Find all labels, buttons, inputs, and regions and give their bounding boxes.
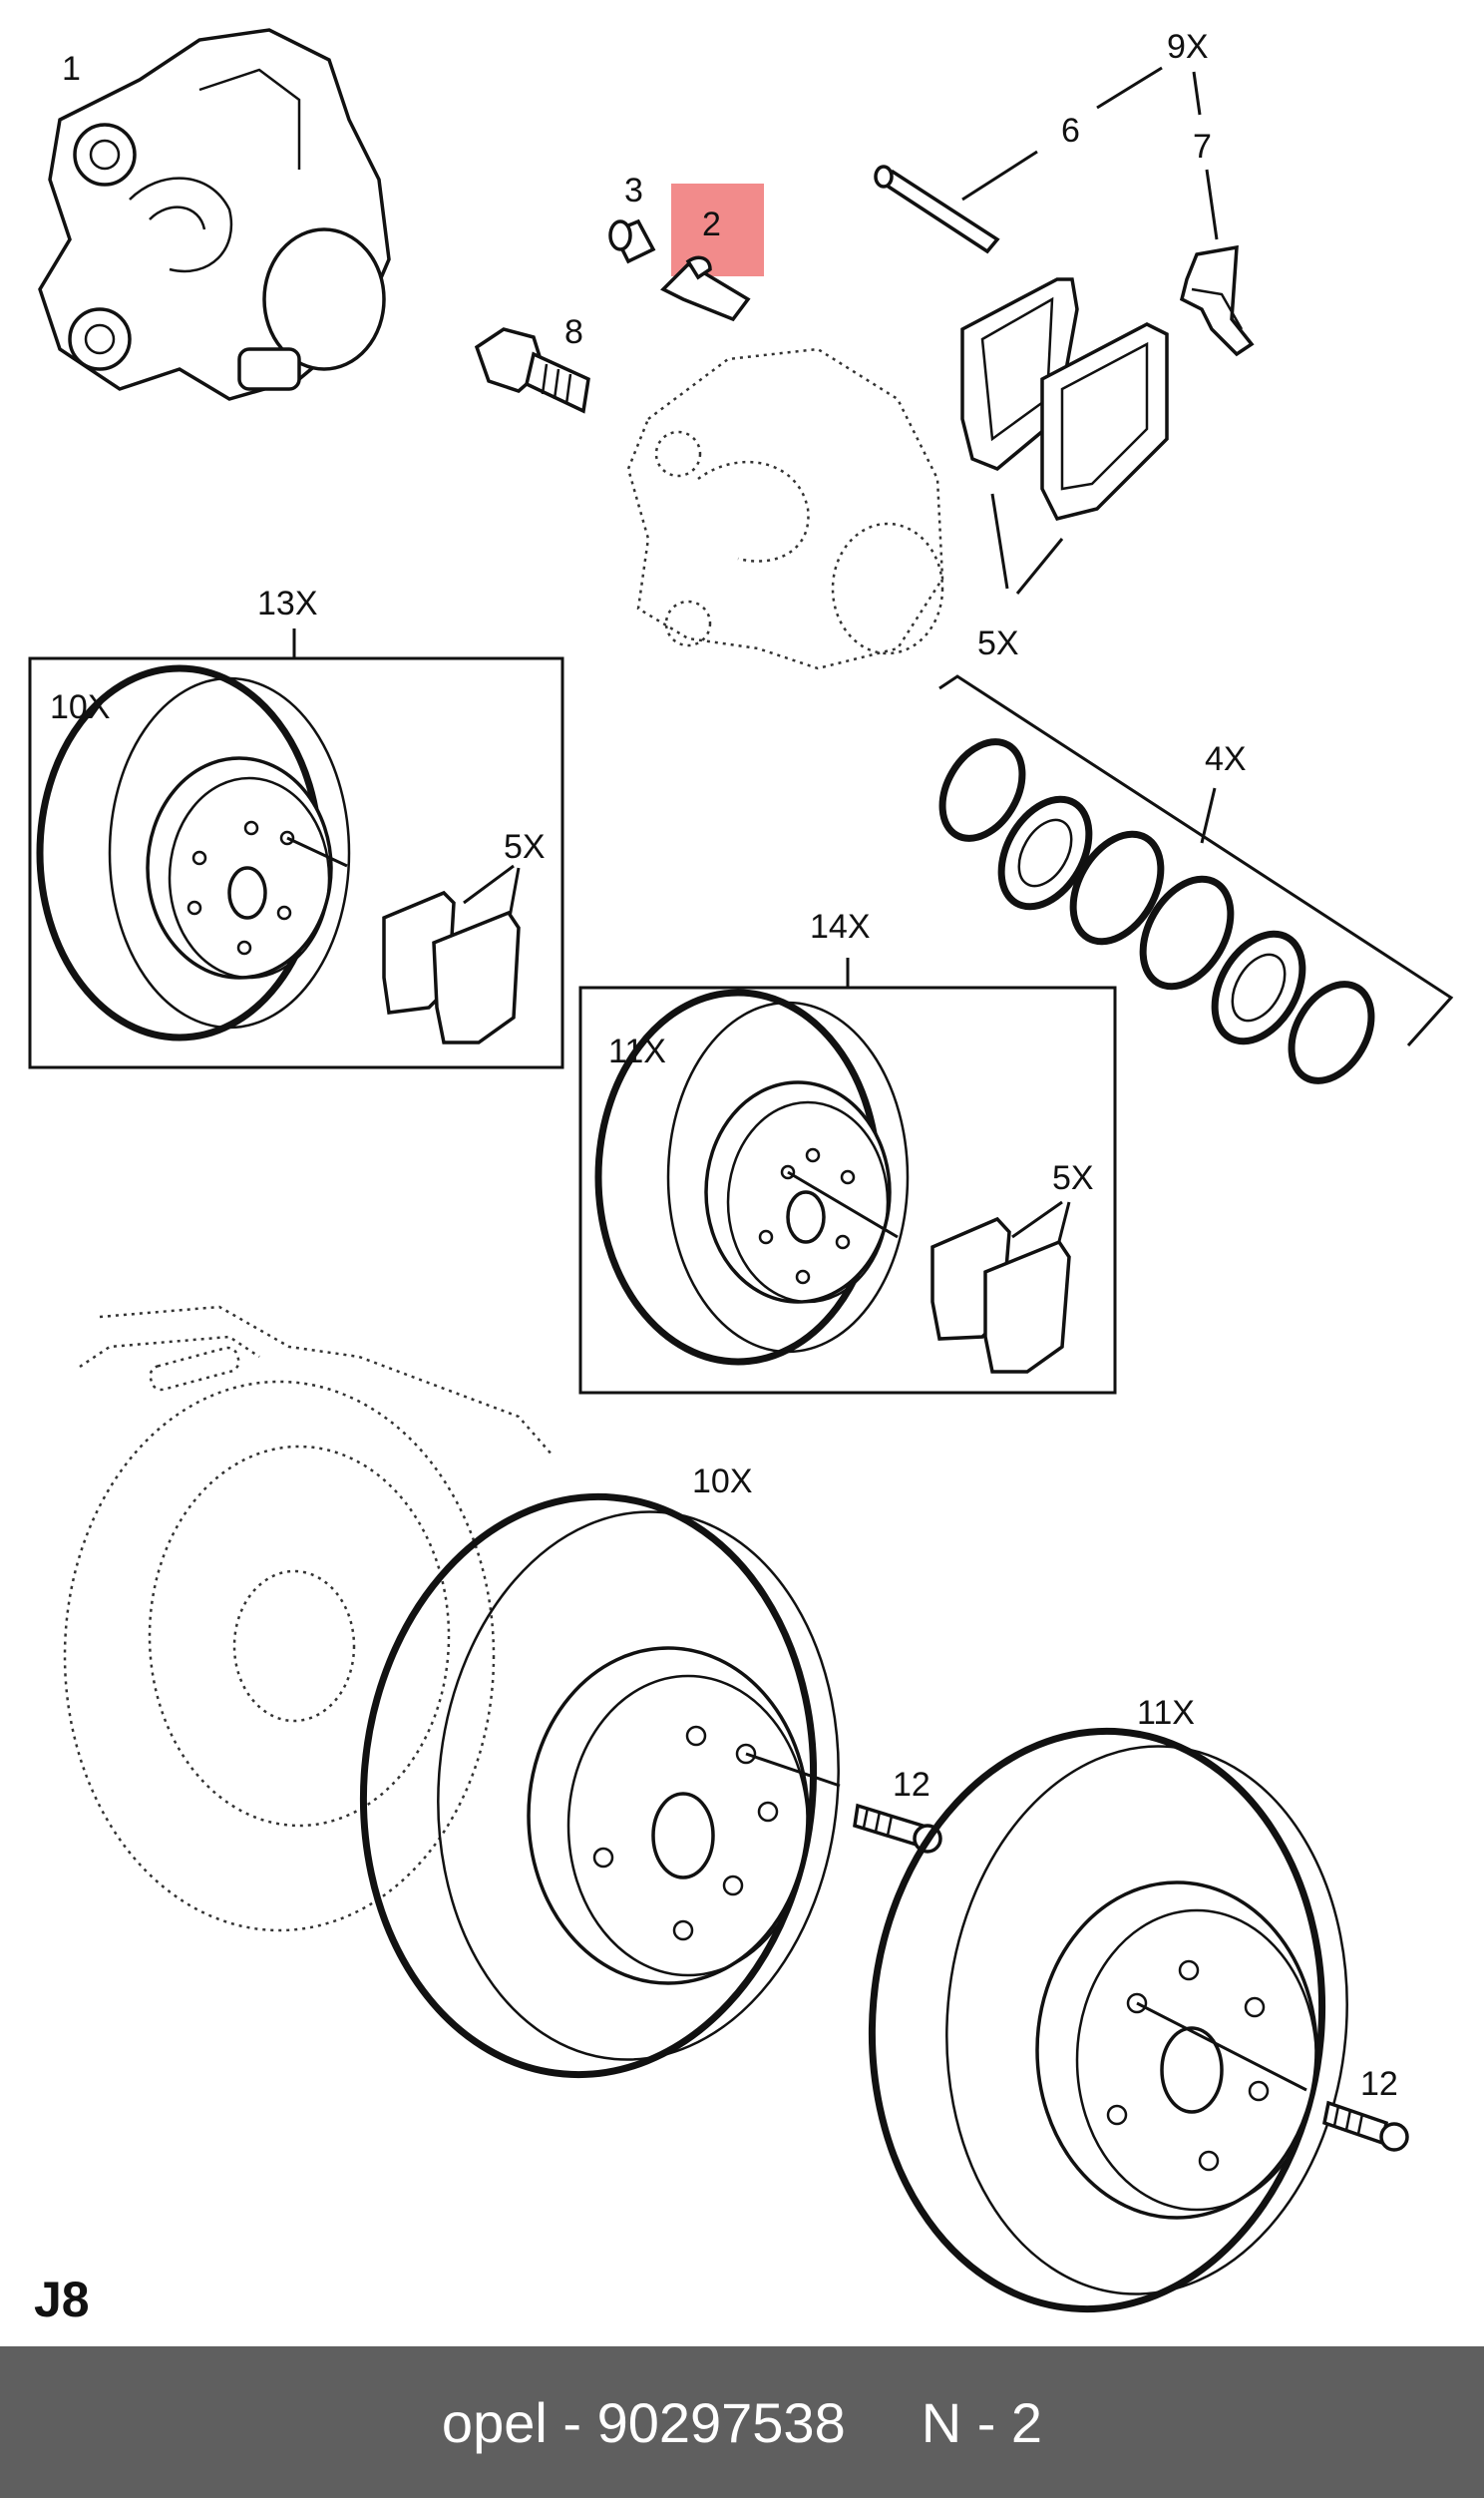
ghost-caliper-outline — [626, 347, 944, 670]
exploded-parts-diagram: 1 3 2 8 6 9X 7 — [28, 28, 1454, 2327]
leader-5x-14x-a — [1011, 1200, 1063, 1239]
pads-top-part — [960, 277, 1169, 522]
disc-bottom-right-part — [868, 1727, 1348, 2313]
label-kit-14x: 14X — [810, 908, 871, 946]
kit-13x-box — [28, 656, 564, 1069]
disc-14x-part — [594, 989, 910, 1366]
leader-5x-13x-a — [463, 864, 515, 905]
label-screw-left: 12 — [893, 1766, 930, 1804]
leader-5x-top-a — [990, 493, 1009, 590]
leader-6 — [961, 150, 1038, 202]
pin-rod-part — [874, 165, 1000, 254]
label-screw-right: 12 — [1360, 2065, 1398, 2103]
leader-7 — [1205, 169, 1219, 240]
footer-position: N - 2 — [921, 2390, 1043, 2454]
label-kit-13x: 13X — [257, 585, 318, 623]
label-pads-14x: 5X — [1052, 1159, 1094, 1197]
disc-13x-part — [36, 664, 351, 1041]
label-cap: 3 — [624, 172, 643, 209]
leader-5x-top-b — [1015, 538, 1064, 595]
kit-14x-box — [578, 986, 1117, 1395]
label-hardware-kit: 9X — [1167, 28, 1209, 66]
spring-clip-part — [1179, 244, 1255, 357]
label-pads-top: 5X — [977, 624, 1019, 662]
caliper-part — [38, 28, 391, 401]
footer-bar: opel - 90297538 N - 2 — [0, 2346, 1484, 2498]
label-pads-13x: 5X — [504, 828, 546, 866]
label-caliper: 1 — [62, 50, 81, 88]
bolt-part — [474, 327, 590, 414]
label-pin-rod: 6 — [1061, 112, 1080, 150]
guide-pin-part — [660, 255, 751, 322]
ghost-backing-plate — [63, 1305, 555, 1932]
footer-part-number: opel - 90297538 — [441, 2390, 846, 2454]
pads-13x-part — [382, 890, 521, 1044]
disc-bottom-left-part — [359, 1492, 841, 2079]
cap-part — [608, 218, 656, 264]
label-disc-bottom-left: 10X — [692, 1462, 753, 1500]
label-seal-kit: 4X — [1205, 740, 1247, 778]
label-pin: 2 — [702, 206, 721, 243]
seal-kit-rings — [938, 738, 1375, 1084]
leader-9x-left — [1096, 66, 1163, 110]
leader-9x-right — [1192, 71, 1202, 116]
screw-right-part — [1321, 2100, 1409, 2152]
label-spring-clip: 7 — [1193, 128, 1212, 166]
pads-14x-part — [930, 1216, 1071, 1374]
section-code: J8 — [34, 2272, 90, 2327]
label-disc-bottom-right: 11X — [1137, 1694, 1195, 1732]
seal-kit-bracket — [938, 674, 1454, 1047]
label-bolt: 8 — [564, 313, 583, 351]
